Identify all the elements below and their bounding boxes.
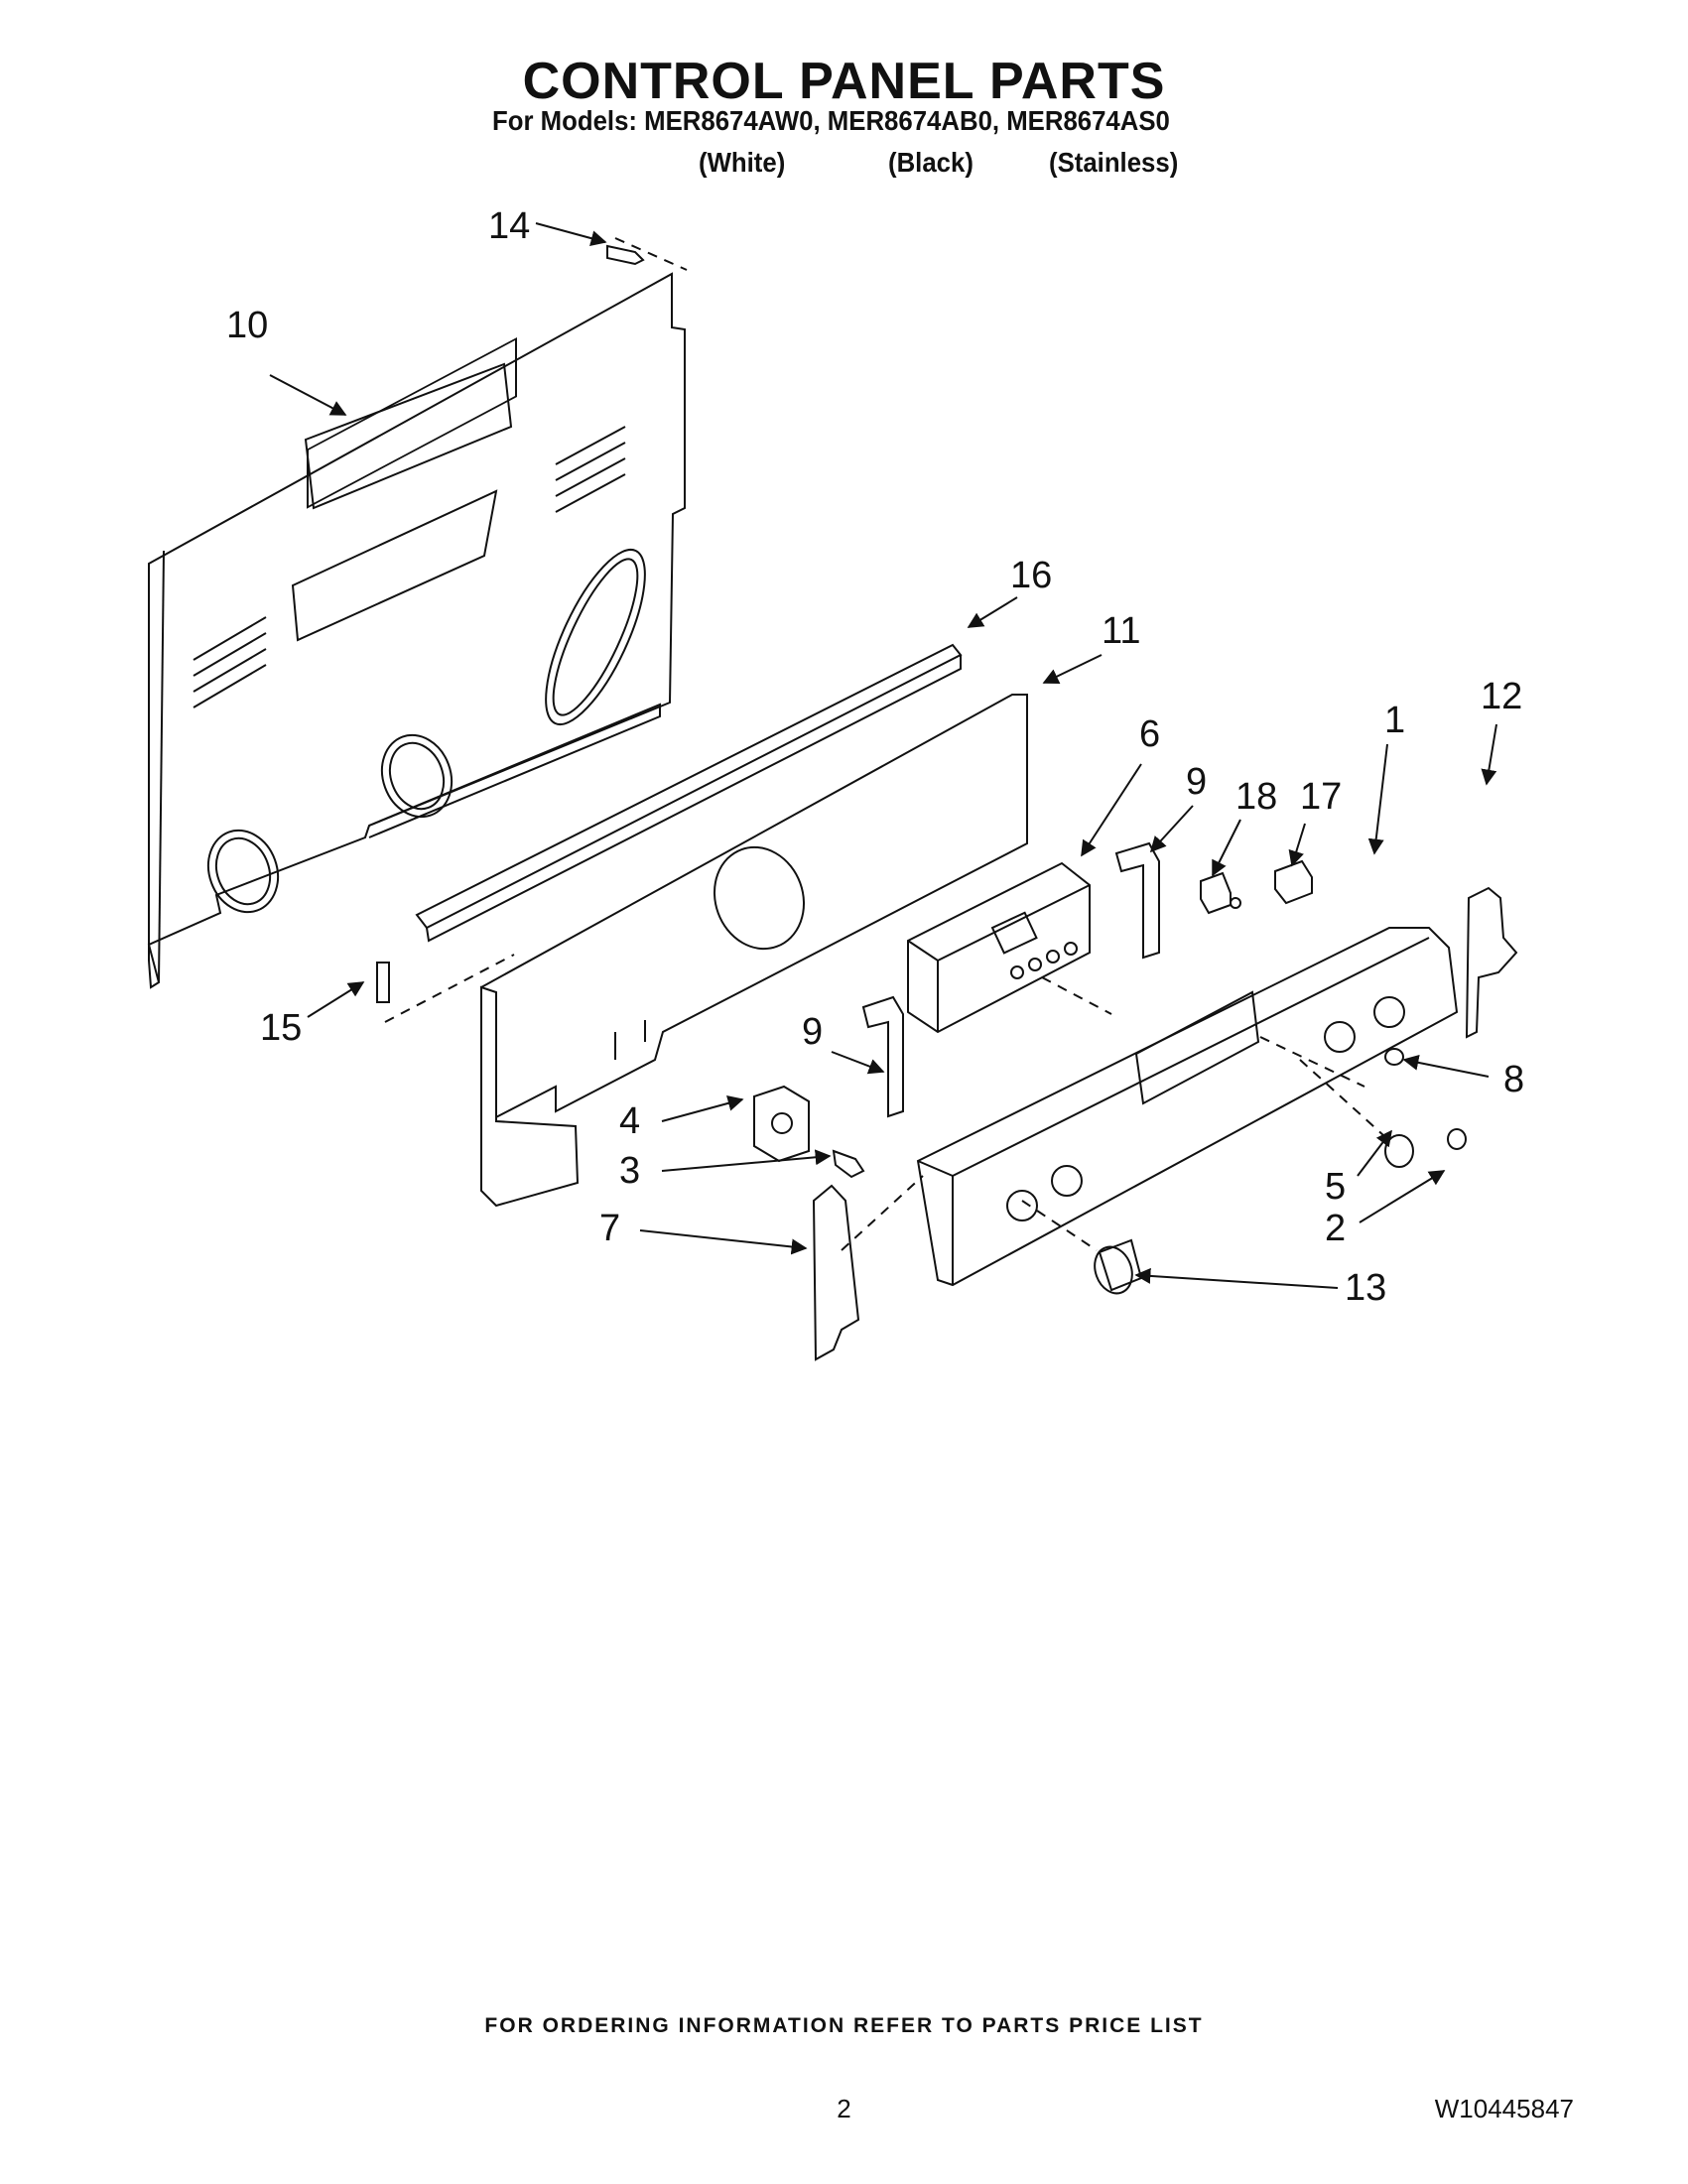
callout-9-upper: 9 bbox=[1186, 761, 1207, 803]
callout-2: 2 bbox=[1325, 1208, 1346, 1249]
infinite-switch-part bbox=[753, 1085, 810, 1163]
variant-stainless: (Stainless) bbox=[1049, 147, 1179, 178]
callout-4: 4 bbox=[619, 1100, 640, 1142]
callout-15: 15 bbox=[260, 1007, 302, 1049]
callout-7: 7 bbox=[599, 1208, 620, 1249]
variant-white: (White) bbox=[699, 147, 786, 178]
callout-18: 18 bbox=[1235, 776, 1277, 818]
assembly-lines bbox=[384, 237, 1385, 1251]
trim-strip-part bbox=[415, 643, 963, 943]
screw-left-part bbox=[376, 962, 390, 1003]
callout-5: 5 bbox=[1325, 1166, 1346, 1208]
callout-6: 6 bbox=[1139, 713, 1160, 755]
callout-14: 14 bbox=[488, 205, 530, 247]
screw-top-part bbox=[606, 244, 645, 266]
callout-16: 16 bbox=[1010, 555, 1052, 596]
rear-panel-part bbox=[147, 272, 686, 989]
variant-black: (Black) bbox=[888, 147, 974, 178]
callout-1: 1 bbox=[1384, 700, 1405, 741]
ordering-note: FOR ORDERING INFORMATION REFER TO PARTS … bbox=[484, 2014, 1204, 2037]
knob-part bbox=[1094, 1238, 1143, 1295]
callout-9-lower: 9 bbox=[802, 1011, 823, 1053]
page-title: CONTROL PANEL PARTS bbox=[522, 53, 1166, 110]
callout-arrows bbox=[269, 222, 1497, 1289]
small-knob-part bbox=[1384, 1134, 1414, 1168]
plug-part bbox=[1384, 1048, 1404, 1066]
screw-part bbox=[832, 1149, 865, 1179]
callout-3: 3 bbox=[619, 1150, 640, 1192]
callout-13: 13 bbox=[1345, 1267, 1386, 1309]
page-number: 2 bbox=[837, 2094, 851, 2123]
electronic-control-part bbox=[907, 861, 1091, 1034]
console-bracket-part bbox=[479, 694, 1028, 1208]
callout-labels: 14 10 16 11 6 9 18 17 1 12 15 9 4 3 7 8 … bbox=[226, 205, 1524, 1309]
relay-part bbox=[1274, 859, 1313, 905]
left-end-cap-part bbox=[812, 1184, 860, 1361]
bracket-lower-part bbox=[861, 995, 904, 1118]
control-panel-part bbox=[916, 927, 1459, 1287]
right-end-cap-part bbox=[1465, 886, 1518, 1039]
cap-part bbox=[1447, 1128, 1467, 1150]
callout-10: 10 bbox=[226, 305, 268, 346]
models-line: For Models: MER8674AW0, MER8674AB0, MER8… bbox=[492, 105, 1170, 136]
callout-11: 11 bbox=[1102, 610, 1140, 652]
bracket-upper-part bbox=[1114, 841, 1160, 960]
document-number: W10445847 bbox=[1434, 2094, 1574, 2123]
callout-12: 12 bbox=[1481, 676, 1522, 717]
callout-8: 8 bbox=[1503, 1059, 1524, 1100]
callout-17: 17 bbox=[1300, 776, 1342, 818]
switch-part bbox=[1200, 871, 1241, 915]
